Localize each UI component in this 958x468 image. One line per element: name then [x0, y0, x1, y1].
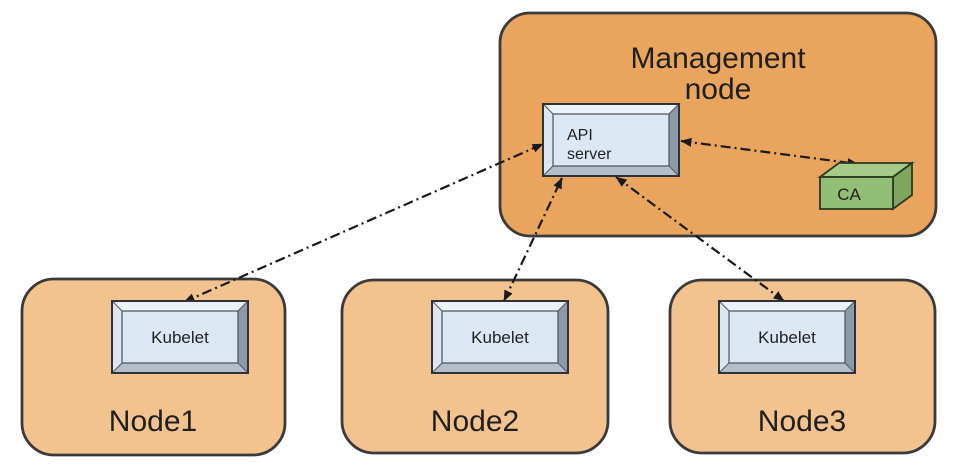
- ca-label: CA: [837, 185, 861, 204]
- connection-arrows: [183, 137, 859, 304]
- management-node-title-line2: node: [685, 73, 752, 106]
- management-node-title-line1: Management: [630, 42, 806, 75]
- ca-box-front-face: [819, 176, 894, 210]
- kubelet1-bevel-left: [111, 299, 123, 375]
- kubelet-button-node1: Kubelet: [110, 299, 250, 375]
- kubelet3-bevel-left: [718, 299, 730, 375]
- api-server-face: [552, 113, 670, 167]
- api-server-bevel-left: [542, 102, 554, 178]
- kubelet3-outline: [718, 300, 856, 374]
- api-server-outline: [542, 103, 680, 177]
- kubelet1-bevel-right: [237, 299, 249, 375]
- kubelet1-label: Kubelet: [151, 328, 209, 347]
- api-server-button: API server: [541, 102, 681, 178]
- kubelet3-face: [728, 310, 846, 364]
- kubelet2-bevel-right: [557, 299, 569, 375]
- api-server-bevel-bottom: [541, 165, 681, 177]
- kubelet3-label: Kubelet: [758, 328, 816, 347]
- kubelet2-outline: [431, 300, 569, 374]
- worker-node-3-label: Node3: [758, 405, 846, 438]
- kubelet2-face: [441, 310, 559, 364]
- api-server-label-line2: server: [567, 146, 612, 163]
- kubelet1-outline: [111, 300, 249, 374]
- kubelet1-bevel-bottom: [110, 362, 250, 374]
- kubelet2-bevel-bottom: [430, 362, 570, 374]
- kubelet2-bevel-left: [431, 299, 443, 375]
- kubelet3-bevel-bottom: [717, 362, 857, 374]
- api-server-bevel-right: [668, 102, 680, 178]
- kubelet3-bevel-top: [717, 300, 857, 312]
- api-server-label-line1: API: [567, 127, 593, 144]
- arrow-node3-apiserver: [615, 176, 785, 302]
- kubelet2-label: Kubelet: [471, 328, 529, 347]
- arrow-node2-apiserver: [503, 177, 563, 302]
- api-server-bevel-top: [541, 103, 681, 115]
- arrow-node1-apiserver: [183, 142, 544, 304]
- kubelet-button-node2: Kubelet: [430, 299, 570, 375]
- kubelet2-bevel-top: [430, 300, 570, 312]
- worker-node-2-label: Node2: [431, 405, 519, 438]
- arrow-apiserver-ca: [680, 137, 859, 168]
- ca-box: CA: [817, 161, 915, 211]
- worker-node-1-label: Node1: [109, 405, 197, 438]
- kubelet3-bevel-right: [844, 299, 856, 375]
- kubelet1-bevel-top: [110, 300, 250, 312]
- kubelet1-face: [121, 310, 239, 364]
- kubelet-button-node3: Kubelet: [717, 299, 857, 375]
